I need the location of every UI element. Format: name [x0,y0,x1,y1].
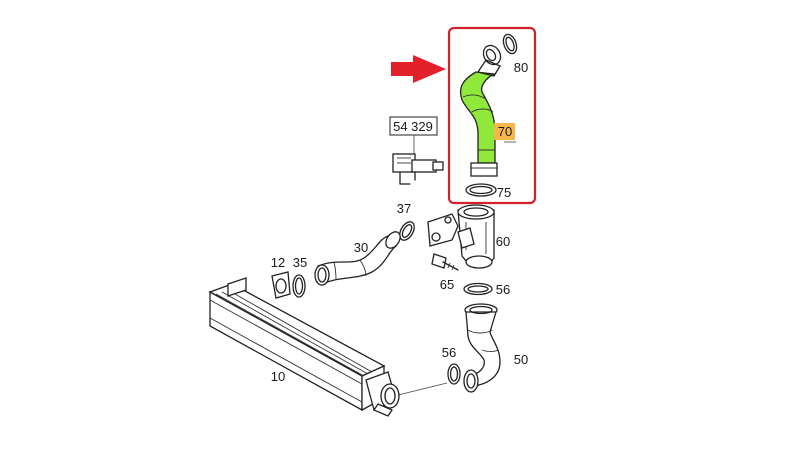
bolt-65[interactable] [431,253,459,271]
o-ring-80[interactable] [501,33,519,56]
part-label-60: 60 [496,234,510,249]
part-label-75: 75 [497,185,511,200]
hose-30[interactable] [314,229,403,286]
part-label-80: 80 [514,60,528,75]
clip-12[interactable] [271,271,291,299]
part-label-56-lower: 56 [442,345,456,360]
o-ring-75[interactable] [465,183,497,197]
sensor-54329[interactable] [392,153,444,185]
o-ring-35[interactable] [292,274,306,298]
o-ring-37[interactable] [397,219,417,242]
part-label-54329: 54 329 [393,119,433,134]
part-label-highlight-70 [494,123,515,140]
part-label-30: 30 [354,240,368,255]
o-ring-56-upper[interactable] [463,282,493,296]
highlight-frame [447,26,537,205]
part-label-10: 10 [271,369,285,384]
hose-70[interactable] [459,42,504,177]
part-label-37: 37 [397,201,411,216]
intercooler-10[interactable] [208,277,400,417]
part-label-box-54329 [389,116,438,136]
connector-housing-60[interactable] [427,204,495,269]
part-label-12: 12 [271,255,285,270]
part-label-70: 70 [498,124,512,139]
o-ring-56-lower[interactable] [447,363,461,385]
part-label-50: 50 [514,352,528,367]
part-label-65: 65 [440,277,454,292]
pointer-arrow-icon [391,55,446,83]
hose-50[interactable] [463,303,501,393]
part-label-35: 35 [293,255,307,270]
part-label-56-upper: 56 [496,282,510,297]
